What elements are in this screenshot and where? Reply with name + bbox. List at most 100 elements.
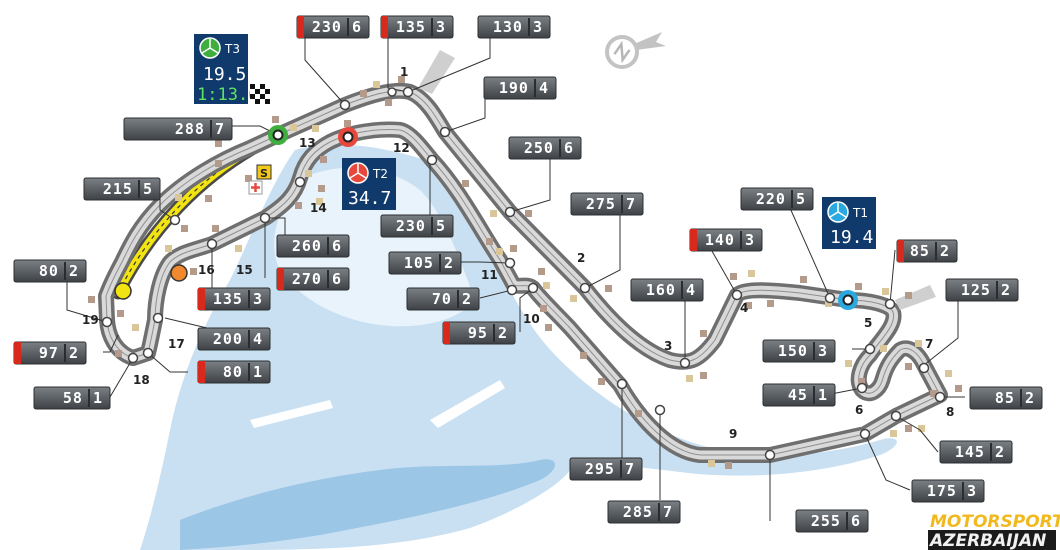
speed-gear-value: 58 1	[63, 389, 103, 407]
turn-number: 2	[577, 251, 585, 265]
speed-gear-value: 135 3	[396, 18, 446, 36]
speed-gear-value: 80 2	[39, 262, 79, 280]
speed-gear-value: 160 4	[646, 281, 696, 299]
sector-t2-time: 34.7	[348, 188, 391, 209]
speed-gear-box: 125 2	[945, 278, 1019, 302]
speed-gear-box: 105 2	[388, 251, 462, 275]
speed-gear-box: 295 7	[569, 457, 643, 481]
speed-gear-value: 255 6	[811, 512, 861, 530]
turn-number: 7	[925, 337, 933, 351]
pit-exit-marker	[170, 264, 188, 282]
speed-gear-box: 85 2	[969, 386, 1043, 410]
speed-gear-box: 275 7	[570, 192, 644, 216]
speed-gear-box: 220 5	[740, 187, 814, 211]
speed-gear-value: 285 7	[623, 503, 673, 521]
speed-gear-value: 275 7	[586, 195, 636, 213]
speed-gear-box: 145 2	[939, 440, 1013, 464]
safety-markers: S	[248, 164, 272, 195]
turn-number: 3	[664, 339, 672, 353]
turn-number: 5	[864, 316, 872, 330]
sector-t3-laptime: 1:13.6	[197, 85, 258, 105]
braking-indicator	[14, 342, 21, 364]
speed-gear-box: 58 1	[33, 386, 111, 410]
turn-number: 15	[236, 263, 253, 277]
speed-gear-value: 230 6	[312, 18, 362, 36]
speed-gear-value: 250 6	[524, 139, 574, 157]
braking-indicator	[277, 268, 284, 290]
safety-car-icon	[256, 164, 272, 180]
speed-gear-box: 85 2	[896, 239, 958, 263]
speed-gear-box: 255 6	[795, 509, 869, 533]
brand-logo: MOTORSPORT AZERBAIJAN	[928, 512, 1060, 550]
speed-gear-box: 45 1	[762, 383, 836, 407]
sector-t1-label: T1	[852, 206, 868, 220]
speed-gear-value: 145 2	[955, 443, 1005, 461]
speed-gear-box: 190 4	[483, 76, 557, 100]
speed-gear-value: 105 2	[404, 254, 454, 272]
turn-number: 14	[310, 201, 327, 215]
turn-number: 17	[168, 337, 185, 351]
speed-gear-value: 70 2	[432, 290, 472, 308]
speed-gear-value: 230 5	[396, 217, 446, 235]
speed-gear-value: 135 3	[213, 290, 263, 308]
speed-gear-value: 85 2	[995, 389, 1035, 407]
turn-number: 13	[299, 136, 316, 150]
speed-gear-box: 160 4	[630, 278, 704, 302]
svg-text:S: S	[260, 167, 268, 180]
speed-gear-value: 220 5	[756, 190, 806, 208]
speed-gear-value: 200 4	[213, 330, 263, 348]
speed-gear-box: 215 5	[83, 177, 161, 201]
brand-line1: MOTORSPORT	[930, 512, 1060, 532]
turn-number: 11	[481, 268, 498, 282]
braking-indicator	[198, 361, 205, 383]
speed-gear-box: 140 3	[689, 228, 763, 252]
turn-numbers: 1 2 3 4 5 6 7 8 9 10 11 12 13 14 15 16 1…	[82, 65, 954, 441]
speed-gear-box: 230 5	[380, 214, 454, 238]
speed-gear-box: 260 6	[276, 234, 350, 258]
leader-lines	[66, 28, 965, 521]
turn-number: 6	[855, 403, 863, 417]
speed-gear-value: 175 3	[927, 482, 977, 500]
turn-number: 19	[82, 313, 99, 327]
speed-gear-box: 200 4	[197, 327, 271, 351]
braking-indicator	[443, 322, 450, 344]
speed-gear-box: 270 6	[276, 267, 350, 291]
speed-gear-value: 45 1	[788, 386, 828, 404]
sector-t3-label: T3	[224, 42, 240, 56]
turn-number: 8	[946, 405, 954, 419]
braking-indicator	[198, 288, 205, 310]
turn-number: 9	[729, 427, 737, 441]
speed-gear-value: 130 3	[493, 18, 543, 36]
turn-number: 4	[740, 301, 748, 315]
speed-gear-box: 135 3	[197, 287, 271, 311]
compass-icon	[605, 32, 666, 69]
speed-gear-value: 270 6	[292, 270, 342, 288]
speed-gear-box: 175 3	[911, 479, 985, 503]
braking-indicator	[897, 240, 904, 262]
speed-gear-value: 288 7	[175, 120, 225, 138]
grandstands	[88, 76, 962, 469]
speed-gear-box: 285 7	[607, 500, 681, 524]
speed-gear-box: 80 1	[197, 360, 271, 384]
sector-t1-panel: T1 19.4	[822, 197, 876, 249]
sector-t3-time: 19.5	[203, 64, 246, 85]
brand-line2: AZERBAIJAN	[928, 531, 1046, 550]
speed-gear-value: 125 2	[961, 281, 1011, 299]
corner-points	[101, 86, 946, 461]
speed-gear-value: 85 2	[910, 242, 950, 260]
sector-t3-panel: T3 19.5 1:13.6	[194, 34, 270, 105]
sector-t2-label: T2	[372, 167, 388, 181]
speed-gear-value: 97 2	[39, 344, 79, 362]
turn-number: 1	[400, 65, 408, 79]
speed-gear-box: 95 2	[442, 321, 516, 345]
speed-gear-box: 288 7	[123, 117, 233, 141]
speed-gear-value: 95 2	[468, 324, 508, 342]
turn-number: 16	[198, 263, 215, 277]
turn-number: 18	[133, 373, 150, 387]
checkered-flag-icon	[250, 84, 270, 104]
braking-indicator	[297, 16, 304, 38]
speed-gear-box: 230 6	[296, 15, 370, 39]
